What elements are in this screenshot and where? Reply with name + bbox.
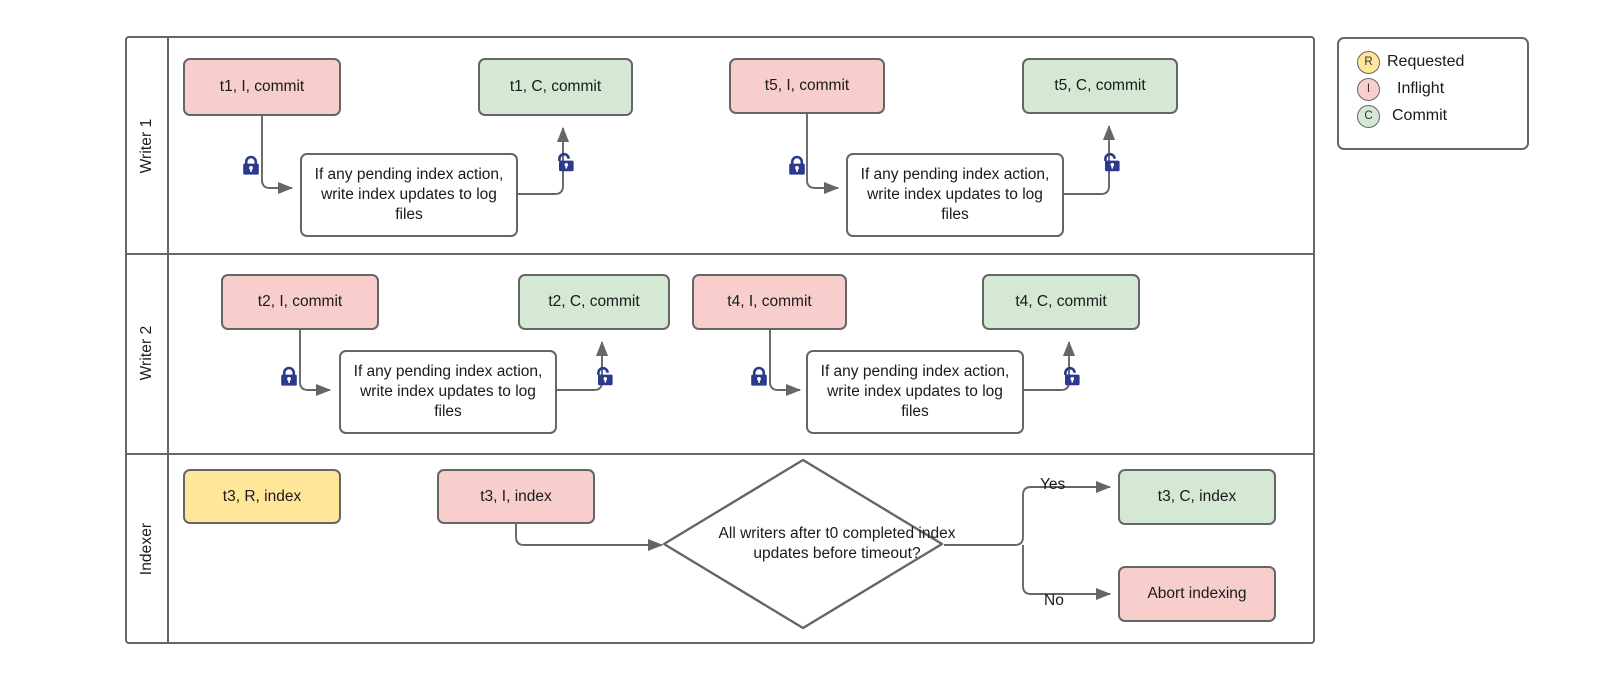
node-label: If any pending index action, write index…	[314, 166, 504, 223]
lock-open-icon	[554, 152, 576, 174]
legend-label-commit: Commit	[1392, 107, 1448, 124]
node-label: If any pending index action, write index…	[353, 363, 543, 420]
node-label: t5, I, commit	[764, 77, 850, 95]
legend-panel: R Requested I Inflight C Commit	[1337, 37, 1529, 150]
lane-label-indexer: Indexer	[138, 522, 155, 575]
node-label: t1, I, commit	[219, 78, 305, 96]
lock-closed-icon	[786, 155, 808, 177]
node-t4-inflight[interactable]: t4, I, commit	[692, 274, 847, 330]
branch-label-yes: Yes	[1040, 476, 1066, 493]
lock-open-icon	[1100, 152, 1122, 174]
node-w1-action-b[interactable]: If any pending index action, write index…	[846, 153, 1064, 237]
decision-label: All writers after t0 completed index upd…	[718, 524, 956, 562]
node-t1-commit[interactable]: t1, C, commit	[478, 58, 633, 116]
legend-badge-letter: I	[1366, 83, 1371, 95]
lock-open-icon	[593, 366, 615, 388]
node-abort-indexing[interactable]: Abort indexing	[1118, 566, 1276, 622]
lane-divider-2	[127, 453, 1313, 455]
node-label: t4, I, commit	[727, 293, 812, 311]
lock-open-icon	[1060, 366, 1082, 388]
node-w1-action-a[interactable]: If any pending index action, write index…	[300, 153, 518, 237]
node-label: t3, R, index	[222, 487, 302, 505]
lock-closed-icon	[240, 155, 262, 177]
lane-header-writer-2: Writer 2	[127, 253, 169, 453]
node-label: t2, C, commit	[548, 293, 640, 311]
node-t3-requested[interactable]: t3, R, index	[183, 469, 341, 524]
node-t5-inflight[interactable]: t5, I, commit	[729, 58, 885, 114]
legend-badge-inflight-icon: I	[1357, 77, 1380, 101]
lane-header-indexer: Indexer	[127, 453, 169, 644]
lane-label-writer-2: Writer 2	[138, 325, 155, 381]
legend-badge-commit-icon: C	[1357, 104, 1380, 128]
node-w2-action-a[interactable]: If any pending index action, write index…	[339, 350, 557, 434]
legend-badge-letter: C	[1364, 110, 1373, 122]
node-label: t5, C, commit	[1054, 77, 1146, 95]
node-label: t2, I, commit	[257, 293, 343, 311]
node-t5-commit[interactable]: t5, C, commit	[1022, 58, 1178, 114]
decision-timeout[interactable]: All writers after t0 completed index upd…	[662, 458, 955, 630]
branch-label-no: No	[1044, 592, 1064, 609]
node-label: t3, I, index	[480, 487, 552, 505]
legend-label-requested: Requested	[1387, 53, 1465, 70]
node-t4-commit[interactable]: t4, C, commit	[982, 274, 1140, 330]
node-label: t1, C, commit	[509, 78, 602, 96]
node-t1-inflight[interactable]: t1, I, commit	[183, 58, 341, 116]
node-t2-inflight[interactable]: t2, I, commit	[221, 274, 379, 330]
legend-label-inflight: Inflight	[1397, 80, 1445, 97]
node-label: If any pending index action, write index…	[820, 363, 1010, 420]
lock-closed-icon	[278, 366, 300, 388]
node-t3-inflight[interactable]: t3, I, index	[437, 469, 595, 524]
node-t3-commit[interactable]: t3, C, index	[1118, 469, 1276, 525]
lock-closed-icon	[748, 366, 770, 388]
node-label: Abort indexing	[1147, 585, 1247, 603]
node-label: t3, C, index	[1157, 488, 1237, 506]
node-t2-commit[interactable]: t2, C, commit	[518, 274, 670, 330]
node-label: If any pending index action, write index…	[860, 166, 1050, 223]
node-w2-action-b[interactable]: If any pending index action, write index…	[806, 350, 1024, 434]
node-label: t4, C, commit	[1015, 293, 1107, 311]
lane-divider-1	[127, 253, 1313, 255]
legend-item-commit: C Commit	[1357, 103, 1527, 129]
lane-header-writer-1: Writer 1	[127, 38, 169, 253]
legend-badge-letter: R	[1364, 56, 1373, 68]
lane-label-writer-1: Writer 1	[138, 118, 155, 173]
legend-item-requested: R Requested	[1357, 49, 1527, 75]
legend-badge-requested-icon: R	[1357, 50, 1380, 74]
legend-item-inflight: I Inflight	[1357, 76, 1527, 102]
